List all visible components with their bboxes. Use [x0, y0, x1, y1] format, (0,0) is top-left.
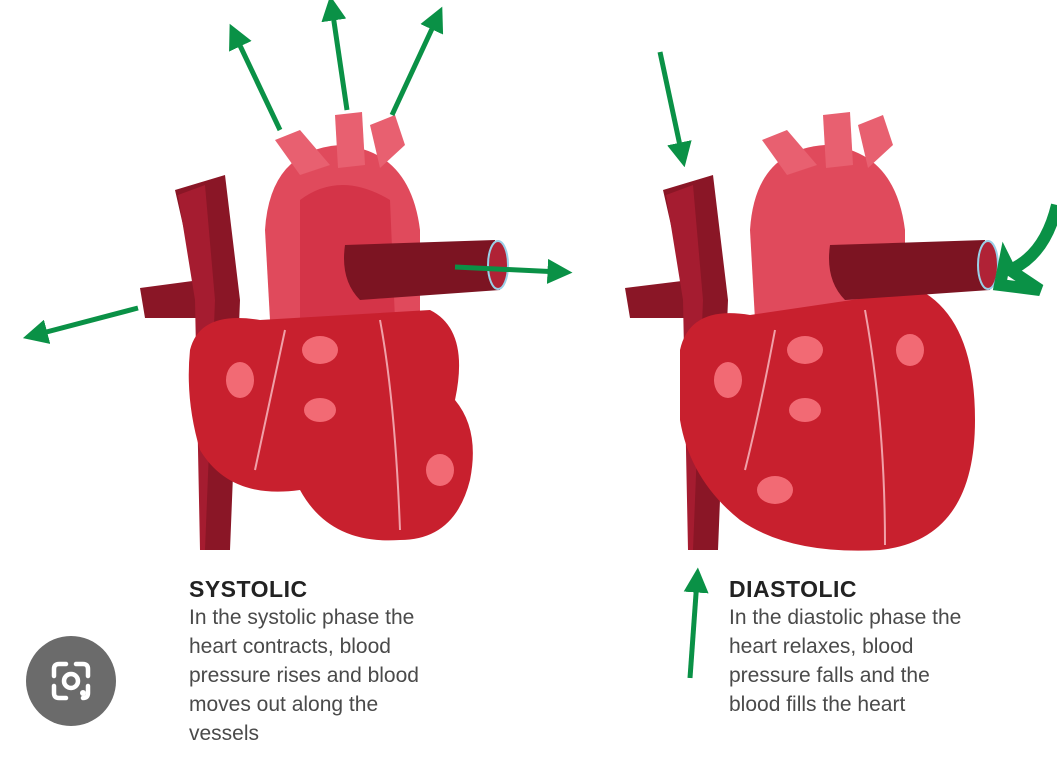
- visual-search-button[interactable]: [26, 636, 116, 726]
- caption-line: heart relaxes, blood: [729, 635, 914, 658]
- systolic-title: SYSTOLIC: [189, 576, 308, 602]
- diastolic-caption: DIASTOLIC In the diastolic phase the hea…: [729, 576, 961, 719]
- caption-line: blood fills the heart: [729, 693, 906, 716]
- caption-line: pressure falls and the: [729, 664, 930, 687]
- diastolic-title: DIASTOLIC: [729, 576, 858, 602]
- systolic-heart: [22, 0, 573, 550]
- caption-line: In the systolic phase the: [189, 606, 415, 629]
- systolic-caption: SYSTOLIC In the systolic phase the heart…: [189, 576, 419, 748]
- caption-line: vessels: [189, 722, 260, 745]
- caption-line: heart contracts, blood: [189, 635, 391, 658]
- visual-search-icon: [51, 661, 91, 701]
- caption-line: moves out along the: [189, 693, 379, 716]
- caption-line: In the diastolic phase the: [729, 606, 962, 629]
- diastolic-heart: [625, 51, 1057, 679]
- caption-line: pressure rises and blood: [189, 664, 419, 687]
